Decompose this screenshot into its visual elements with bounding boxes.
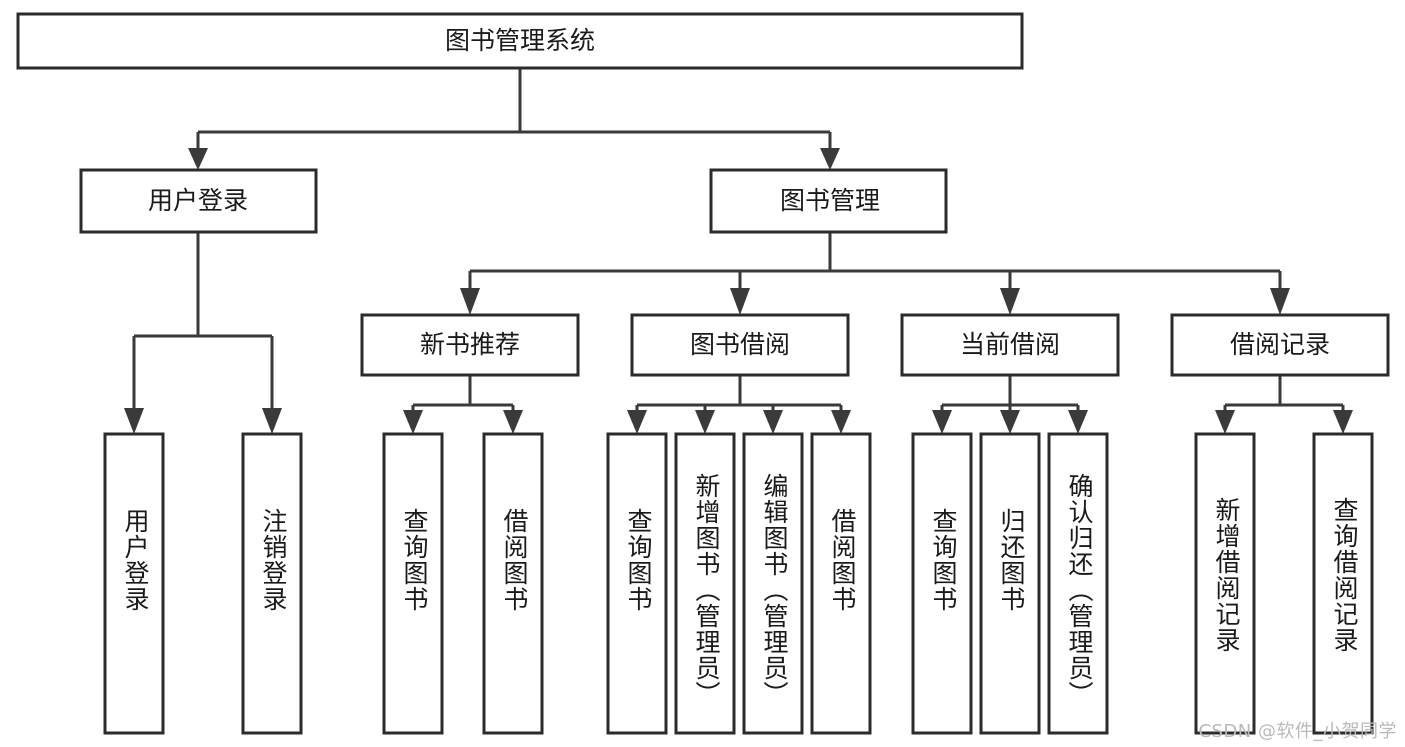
arrow-head-user-login (188, 148, 208, 170)
leaf-book-borrow-4-box[interactable] (810, 432, 872, 735)
leaf-borrow-record-2-label: 查询借阅记录 (1330, 497, 1359, 653)
arrow-head-leaf-user-login (124, 408, 144, 434)
arrow-head-borrow-record (1270, 288, 1290, 315)
arrow-head-bookborrow-leaf-2 (695, 410, 715, 434)
node-root[interactable]: 图书管理系统 (16, 12, 1024, 70)
arrow-head-borrowrecord-leaf-1 (1215, 410, 1235, 434)
node-book-borrow[interactable]: 图书借阅 (630, 313, 850, 377)
leaf-user-login-1[interactable]: 用户登录 (103, 432, 165, 735)
leaf-book-borrow-2-box[interactable] (674, 432, 736, 735)
node-book-borrow-label: 图书借阅 (690, 330, 790, 359)
leaf-current-borrow-2[interactable]: 归还图书 (979, 432, 1041, 735)
node-root-label: 图书管理系统 (445, 26, 595, 55)
leaf-current-borrow-2-label: 归还图书 (997, 508, 1026, 612)
arrow-head-bookborrow-leaf-3 (763, 410, 783, 434)
leaf-borrow-record-1[interactable]: 新增借阅记录 (1194, 432, 1256, 735)
node-user-login-label: 用户登录 (148, 186, 248, 215)
node-borrow-record[interactable]: 借阅记录 (1170, 313, 1390, 377)
leaf-user-login-2-box[interactable] (241, 432, 303, 735)
leaf-new-book-1[interactable]: 查询图书 (382, 432, 444, 735)
leaf-user-login-1-box[interactable] (103, 432, 165, 735)
leaf-user-login-2[interactable]: 注销登录 (241, 432, 303, 735)
leaf-borrow-record-1-label: 新增借阅记录 (1212, 497, 1241, 653)
leaf-book-borrow-3-box[interactable] (742, 432, 804, 735)
arrow-head-newbook-leaf-1 (403, 410, 423, 434)
arrow-head-bookborrow-leaf-1 (627, 410, 647, 434)
arrow-head-new-book-recommend (460, 288, 480, 315)
leaf-user-login-1-label: 用户登录 (121, 508, 150, 612)
node-borrow-record-box[interactable] (1170, 313, 1390, 377)
node-new-book-recommend-label: 新书推荐 (420, 330, 520, 359)
node-current-borrow-box[interactable] (900, 313, 1120, 377)
leaf-book-borrow-4-label: 借阅图书 (828, 508, 857, 612)
arrow-head-book-borrow (730, 288, 750, 315)
leaf-current-borrow-2-box[interactable] (979, 432, 1041, 735)
arrow-head-currentborrow-leaf-3 (1068, 410, 1088, 434)
leaf-current-borrow-1-box[interactable] (911, 432, 973, 735)
leaf-current-borrow-3[interactable]: 确认归还（管理员） (1047, 432, 1109, 735)
leaf-current-borrow-1[interactable]: 查询图书 (911, 432, 973, 735)
leaf-current-borrow-3-label: 确认归还（管理员） (1065, 473, 1094, 707)
leaf-book-borrow-4[interactable]: 借阅图书 (810, 432, 872, 735)
arrow-head-borrowrecord-leaf-2 (1333, 410, 1353, 434)
leaf-book-borrow-1-box[interactable] (606, 432, 668, 735)
node-book-manage[interactable]: 图书管理 (709, 168, 948, 234)
node-root-box[interactable] (16, 12, 1024, 70)
leaf-current-borrow-1-label: 查询图书 (929, 508, 958, 612)
leaf-borrow-record-1-box[interactable] (1194, 432, 1256, 735)
leaf-user-login-2-label: 注销登录 (259, 508, 288, 612)
leaf-book-borrow-2[interactable]: 新增图书（管理员） (674, 432, 736, 735)
node-user-login-box[interactable] (79, 168, 318, 234)
leaf-current-borrow-3-box[interactable] (1047, 432, 1109, 735)
leaf-new-book-1-box[interactable] (382, 432, 444, 735)
node-book-manage-label: 图书管理 (780, 186, 880, 215)
node-user-login[interactable]: 用户登录 (79, 168, 318, 234)
node-current-borrow-label: 当前借阅 (960, 330, 1060, 359)
arrow-head-leaf-logout (262, 408, 282, 434)
leaf-new-book-2-label: 借阅图书 (500, 508, 529, 612)
leaf-new-book-1-label: 查询图书 (400, 508, 429, 612)
arrow-head-book-manage (820, 148, 840, 170)
leaf-book-borrow-2-label: 新增图书（管理员） (692, 473, 721, 707)
arrow-head-currentborrow-leaf-1 (932, 410, 952, 434)
node-new-book-recommend[interactable]: 新书推荐 (360, 313, 580, 377)
leaf-borrow-record-2-box[interactable] (1312, 432, 1374, 735)
node-new-book-recommend-box[interactable] (360, 313, 580, 377)
arrow-head-bookborrow-leaf-4 (831, 410, 851, 434)
node-book-borrow-box[interactable] (630, 313, 850, 377)
arrow-head-newbook-leaf-2 (503, 410, 523, 434)
leaf-book-borrow-3[interactable]: 编辑图书（管理员） (742, 432, 804, 735)
connector-layer (124, 68, 1353, 434)
arrow-head-currentborrow-leaf-2 (1000, 410, 1020, 434)
leaf-book-borrow-3-label: 编辑图书（管理员） (760, 473, 789, 707)
csdn-watermark: CSDN @软件_小贺同学 (1198, 721, 1397, 742)
node-current-borrow[interactable]: 当前借阅 (900, 313, 1120, 377)
leaf-new-book-2[interactable]: 借阅图书 (482, 432, 544, 735)
leaf-book-borrow-1-label: 查询图书 (624, 508, 653, 612)
leaf-borrow-record-2[interactable]: 查询借阅记录 (1312, 432, 1374, 735)
leaf-book-borrow-1[interactable]: 查询图书 (606, 432, 668, 735)
leaf-new-book-2-box[interactable] (482, 432, 544, 735)
node-book-manage-box[interactable] (709, 168, 948, 234)
node-borrow-record-label: 借阅记录 (1230, 330, 1330, 359)
arrow-head-current-borrow (1000, 288, 1020, 315)
